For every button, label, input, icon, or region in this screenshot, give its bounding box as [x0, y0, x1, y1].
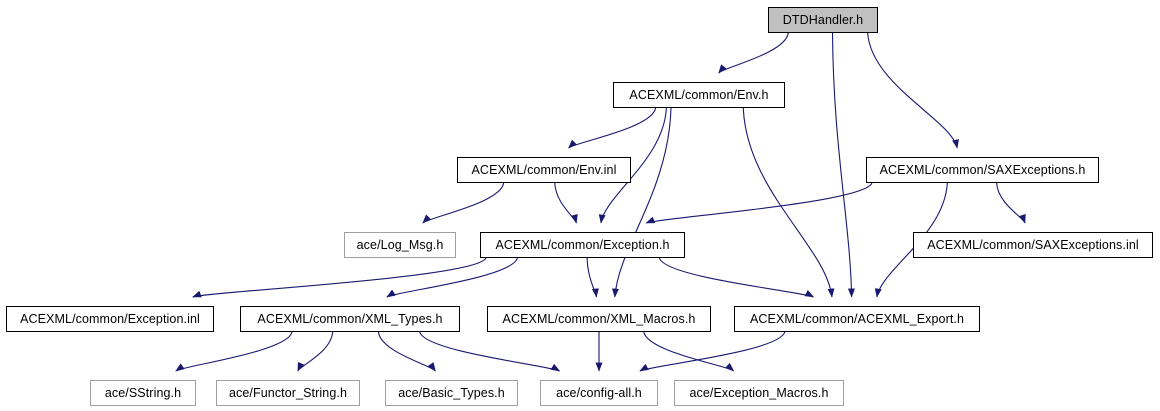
- graph-node-label: ACEXML/common/Exception.h: [495, 237, 670, 252]
- graph-node-exception_h[interactable]: ACEXML/common/Exception.h: [480, 232, 685, 258]
- graph-node-exception_inl[interactable]: ACEXML/common/Exception.inl: [6, 306, 214, 332]
- graph-edge-xml_types-to-functor_string: [297, 331, 334, 372]
- graph-node-label: ACEXML/common/SAXExceptions.inl: [927, 237, 1139, 252]
- graph-edge-dtdhandler-to-env_h: [718, 32, 789, 74]
- graph-node-saxexceptions_inl[interactable]: ACEXML/common/SAXExceptions.inl: [913, 232, 1153, 258]
- graph-node-saxexceptions_h[interactable]: ACEXML/common/SAXExceptions.h: [866, 157, 1099, 183]
- graph-edge-env_h-to-env_inl: [568, 107, 657, 149]
- graph-edge-env_inl-to-exception_h: [554, 182, 578, 224]
- graph-edge-exception_h-to-exception_inl: [192, 257, 487, 298]
- graph-node-acexml_export[interactable]: ACEXML/common/ACEXML_Export.h: [734, 306, 980, 332]
- graph-node-basic_types[interactable]: ace/Basic_Types.h: [385, 380, 518, 406]
- graph-node-env_h[interactable]: ACEXML/common/Env.h: [613, 82, 785, 108]
- graph-node-functor_string[interactable]: ace/Functor_String.h: [216, 380, 360, 406]
- graph-node-label: ace/Log_Msg.h: [356, 237, 444, 252]
- graph-edge-saxexceptions_h-to-exception_h: [645, 182, 873, 224]
- graph-edge-env_h-to-xml_macros: [611, 107, 672, 298]
- graph-node-label: ACEXML/common/Env.h: [629, 87, 769, 102]
- graph-edge-xml_macros-to-exception_macros: [643, 331, 735, 372]
- graph-node-label: DTDHandler.h: [782, 12, 864, 27]
- graph-node-label: ace/Basic_Types.h: [398, 385, 505, 400]
- graph-edge-env_inl-to-log_msg: [422, 182, 505, 224]
- graph-edge-env_h-to-acexml_export: [742, 107, 835, 298]
- graph-node-label: ace/SString.h: [104, 385, 182, 400]
- graph-edge-acexml_export-to-config_all: [639, 331, 786, 372]
- graph-edge-dtdhandler-to-acexml_export: [831, 32, 855, 298]
- graph-node-xml_macros[interactable]: ACEXML/common/XML_Macros.h: [487, 306, 711, 332]
- graph-edge-exception_h-to-acexml_export: [658, 257, 815, 298]
- graph-edge-xml_types-to-sstring: [175, 331, 293, 372]
- graph-node-label: ace/config-all.h: [556, 385, 642, 400]
- graph-edge-xml_types-to-basic_types: [377, 331, 436, 372]
- graph-node-label: ACEXML/common/XML_Types.h: [257, 311, 443, 326]
- graph-node-sstring[interactable]: ace/SString.h: [90, 380, 196, 406]
- graph-node-log_msg[interactable]: ace/Log_Msg.h: [344, 232, 456, 258]
- graph-node-label: ACEXML/common/Exception.inl: [20, 311, 200, 326]
- graph-node-config_all[interactable]: ace/config-all.h: [540, 380, 658, 406]
- graph-node-label: ACEXML/common/ACEXML_Export.h: [749, 311, 965, 326]
- graph-edge-dtdhandler-to-saxexceptions_h: [867, 32, 959, 149]
- graph-node-label: ACEXML/common/SAXExceptions.h: [879, 162, 1086, 177]
- graph-node-label: ACEXML/common/XML_Macros.h: [502, 311, 696, 326]
- graph-node-dtdhandler[interactable]: DTDHandler.h: [768, 7, 878, 33]
- graph-edge-xml_types-to-config_all: [419, 331, 561, 372]
- graph-node-label: ace/Exception_Macros.h: [689, 385, 829, 400]
- graph-node-exception_macros[interactable]: ace/Exception_Macros.h: [674, 380, 844, 406]
- graph-node-env_inl[interactable]: ACEXML/common/Env.inl: [457, 157, 631, 183]
- graph-edge-saxexceptions_h-to-saxexceptions_inl: [996, 182, 1026, 224]
- graph-node-xml_types[interactable]: ACEXML/common/XML_Types.h: [240, 306, 460, 332]
- graph-edge-exception_h-to-xml_types: [386, 257, 518, 298]
- graph-edge-exception_h-to-xml_macros: [586, 257, 599, 298]
- graph-node-label: ACEXML/common/Env.inl: [471, 162, 617, 177]
- graph-node-label: ace/Functor_String.h: [228, 385, 348, 400]
